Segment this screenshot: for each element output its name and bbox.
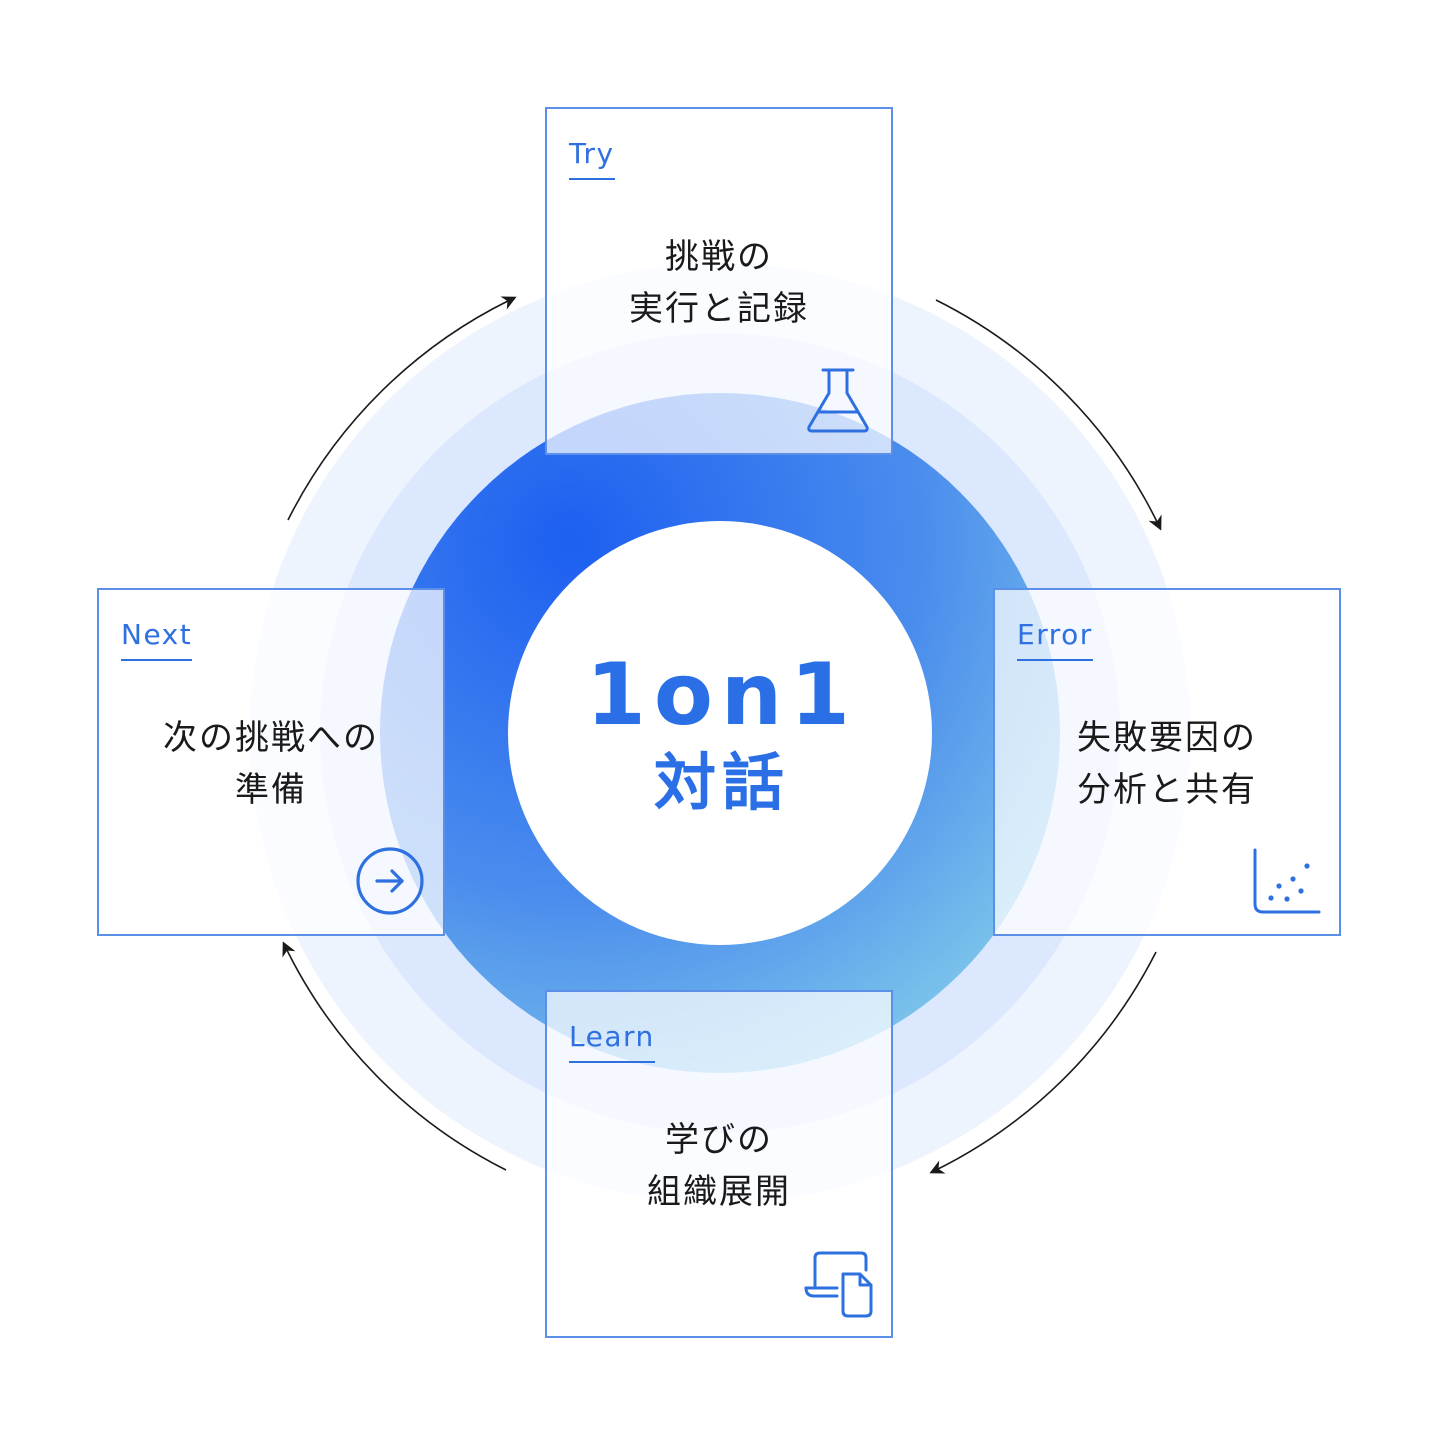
center-label: 1on1 対話 (510, 520, 934, 944)
cycle-arrow-next-to-try (287, 296, 517, 521)
step-title: 失敗要因の 分析と共有 (1077, 718, 1257, 810)
cycle-arrow-try-to-error (935, 299, 1162, 531)
cycle-arrow-error-to-learn (929, 951, 1157, 1174)
cycle-arrow-learn-to-next (282, 941, 507, 1171)
scatter-chart-icon (1251, 846, 1321, 916)
step-card-next: Next 次の挑戦への 準備 (97, 588, 445, 936)
center-title: 1on1 (586, 645, 858, 745)
step-card-error: Error 失敗要因の 分析と共有 (993, 588, 1341, 936)
center-disc (508, 521, 932, 945)
step-label: Error (1017, 619, 1093, 661)
step-title: 挑戦の 実行と記録 (629, 237, 809, 329)
step-label: Try (569, 138, 615, 180)
step-label: Next (121, 619, 193, 661)
step-title: 次の挑戦への 準備 (163, 718, 379, 810)
step-card-learn: Learn 学びの 組織展開 (545, 990, 893, 1338)
arrow-right-circle-icon (355, 846, 425, 916)
step-title: 学びの 組織展開 (647, 1120, 791, 1212)
step-label: Learn (569, 1021, 655, 1063)
step-card-try: Try 挑戦の 実行と記録 (545, 107, 893, 455)
flask-icon (803, 365, 873, 435)
devices-icon (803, 1248, 873, 1318)
center-subtitle: 対話 (653, 746, 790, 819)
